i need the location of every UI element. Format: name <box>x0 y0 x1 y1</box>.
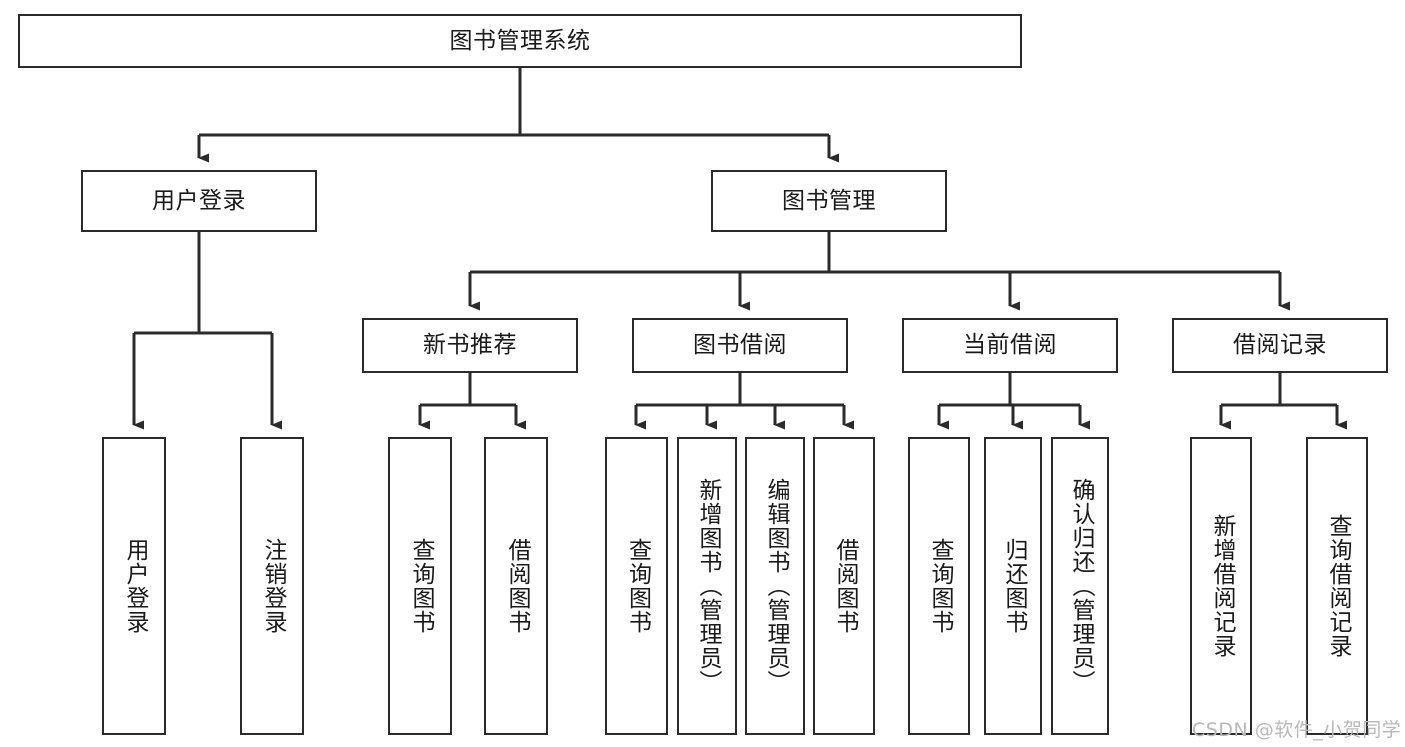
node-label: 归还图书 <box>1000 538 1027 634</box>
node-label: 借阅图书 <box>503 538 530 634</box>
node-label: 新增借阅记录 <box>1208 514 1235 658</box>
node-label: 查询图书 <box>926 538 953 634</box>
node-leaf-add-book-admin[interactable]: 新增图书（管理员） <box>677 437 737 735</box>
node-borrow-record[interactable]: 借阅记录 <box>1172 318 1388 373</box>
node-leaf-query-borrow-record[interactable]: 查询借阅记录 <box>1306 437 1368 735</box>
node-leaf-borrow-book-borrow[interactable]: 借阅图书 <box>813 437 875 735</box>
node-label: 查询借阅记录 <box>1324 514 1351 658</box>
node-current-borrow[interactable]: 当前借阅 <box>902 318 1118 373</box>
node-label: 借阅记录 <box>1233 332 1327 359</box>
csdn-watermark: CSDN @软件_小贺同学 <box>1192 719 1402 741</box>
node-user-login[interactable]: 用户登录 <box>81 170 317 232</box>
node-label: 新增图书（管理员） <box>694 478 721 694</box>
node-leaf-query-book-rec[interactable]: 查询图书 <box>388 437 452 735</box>
node-label: 借阅图书 <box>831 538 858 634</box>
node-book-borrow[interactable]: 图书借阅 <box>632 318 848 373</box>
node-label: 确认归还（管理员） <box>1067 478 1094 694</box>
node-leaf-add-borrow-record[interactable]: 新增借阅记录 <box>1190 437 1252 735</box>
node-label: 图书管理 <box>782 187 876 214</box>
node-new-book-recommend[interactable]: 新书推荐 <box>362 318 578 373</box>
node-label: 当前借阅 <box>963 332 1057 359</box>
node-label: 查询图书 <box>407 538 434 634</box>
node-label: 编辑图书（管理员） <box>762 478 789 694</box>
node-leaf-edit-book-admin[interactable]: 编辑图书（管理员） <box>745 437 805 735</box>
node-leaf-return-book[interactable]: 归还图书 <box>984 437 1042 735</box>
node-label: 图书管理系统 <box>449 27 591 54</box>
node-label: 用户登录 <box>121 538 148 634</box>
node-root-system[interactable]: 图书管理系统 <box>18 14 1022 68</box>
node-leaf-query-book-current[interactable]: 查询图书 <box>908 437 970 735</box>
node-leaf-user-login[interactable]: 用户登录 <box>102 437 166 735</box>
node-label: 查询图书 <box>624 538 651 634</box>
node-leaf-query-book-borrow[interactable]: 查询图书 <box>605 437 668 735</box>
node-label: 用户登录 <box>152 187 246 214</box>
node-leaf-logout[interactable]: 注销登录 <box>240 437 304 735</box>
node-label: 注销登录 <box>259 538 286 634</box>
node-label: 新书推荐 <box>423 332 517 359</box>
node-leaf-confirm-return-admin[interactable]: 确认归还（管理员） <box>1051 437 1109 735</box>
node-book-manage[interactable]: 图书管理 <box>711 170 947 232</box>
node-label: 图书借阅 <box>693 332 787 359</box>
node-leaf-borrow-book-rec[interactable]: 借阅图书 <box>484 437 548 735</box>
